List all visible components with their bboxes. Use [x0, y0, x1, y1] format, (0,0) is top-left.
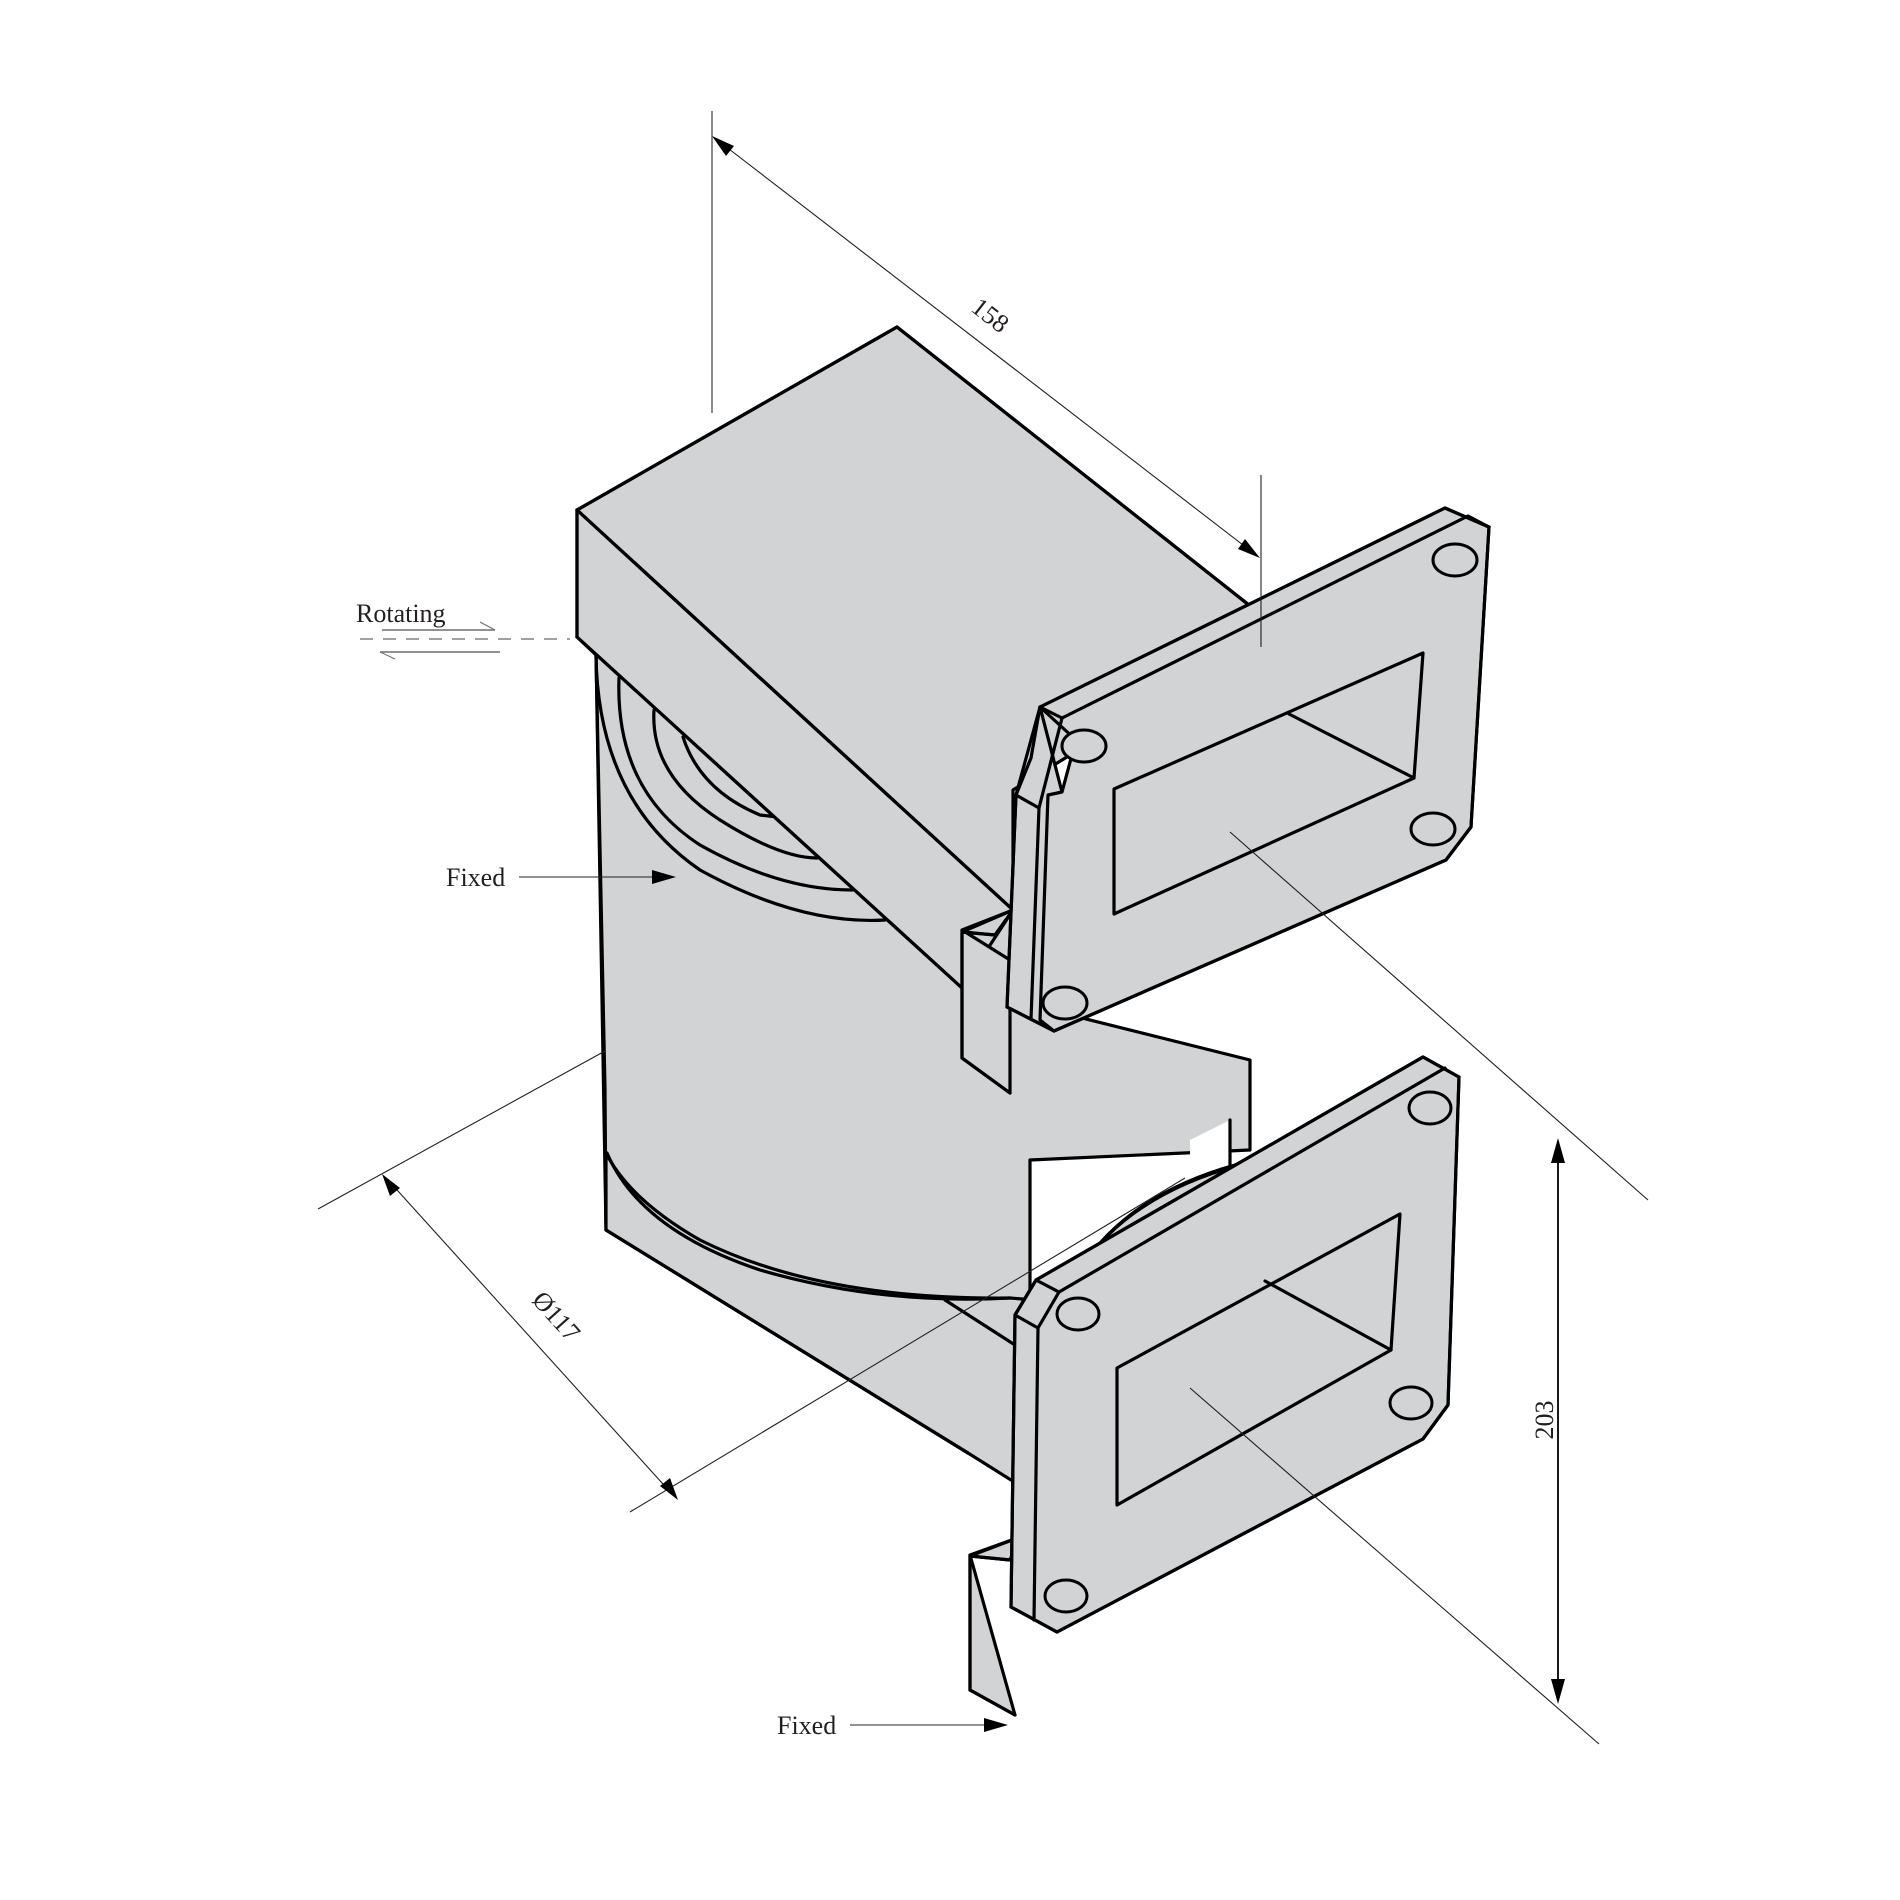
arrow-head-icon	[382, 1174, 400, 1196]
rotating-label: Rotating	[356, 599, 446, 628]
bolt-hole-icon	[1407, 1090, 1453, 1126]
bolt-hole-icon	[1060, 728, 1108, 764]
dimension-diameter-label: Ø117	[527, 1286, 587, 1348]
bolt-hole-icon	[1388, 1385, 1434, 1421]
arrow-head-icon	[1551, 1679, 1565, 1704]
dimension-height-label: 203	[1530, 1401, 1559, 1440]
rotating-top-block	[575, 325, 1280, 1095]
arrow-head-icon	[1238, 539, 1260, 558]
arrow-head-icon	[660, 1478, 678, 1500]
dimension-diameter	[317, 1050, 1186, 1513]
cylinder-body	[575, 635, 1252, 1497]
bolt-hole-icon	[1055, 1296, 1101, 1332]
lower-waveguide-flange	[968, 1055, 1461, 1717]
fixed-label-upper: Fixed	[446, 863, 505, 892]
dimension-203	[1189, 831, 1649, 1745]
upper-waveguide-flange	[1005, 506, 1491, 1033]
rotation-indicator	[360, 621, 570, 660]
fixed-arrow-lower	[850, 1718, 1008, 1732]
bolt-hole-icon	[1431, 542, 1479, 578]
bolt-hole-icon	[1041, 985, 1089, 1021]
arrow-head-icon	[1551, 1138, 1565, 1163]
dimension-158	[711, 111, 1262, 647]
fixed-label-lower: Fixed	[777, 1711, 836, 1740]
dimension-length-label: 158	[966, 292, 1015, 339]
arrow-head-icon	[652, 870, 676, 884]
bolt-hole-icon	[1409, 811, 1457, 847]
arrow-head-icon	[712, 136, 734, 156]
arrow-head-icon	[984, 1718, 1008, 1732]
bolt-hole-icon	[1043, 1578, 1089, 1614]
fixed-arrow-upper	[519, 870, 676, 884]
